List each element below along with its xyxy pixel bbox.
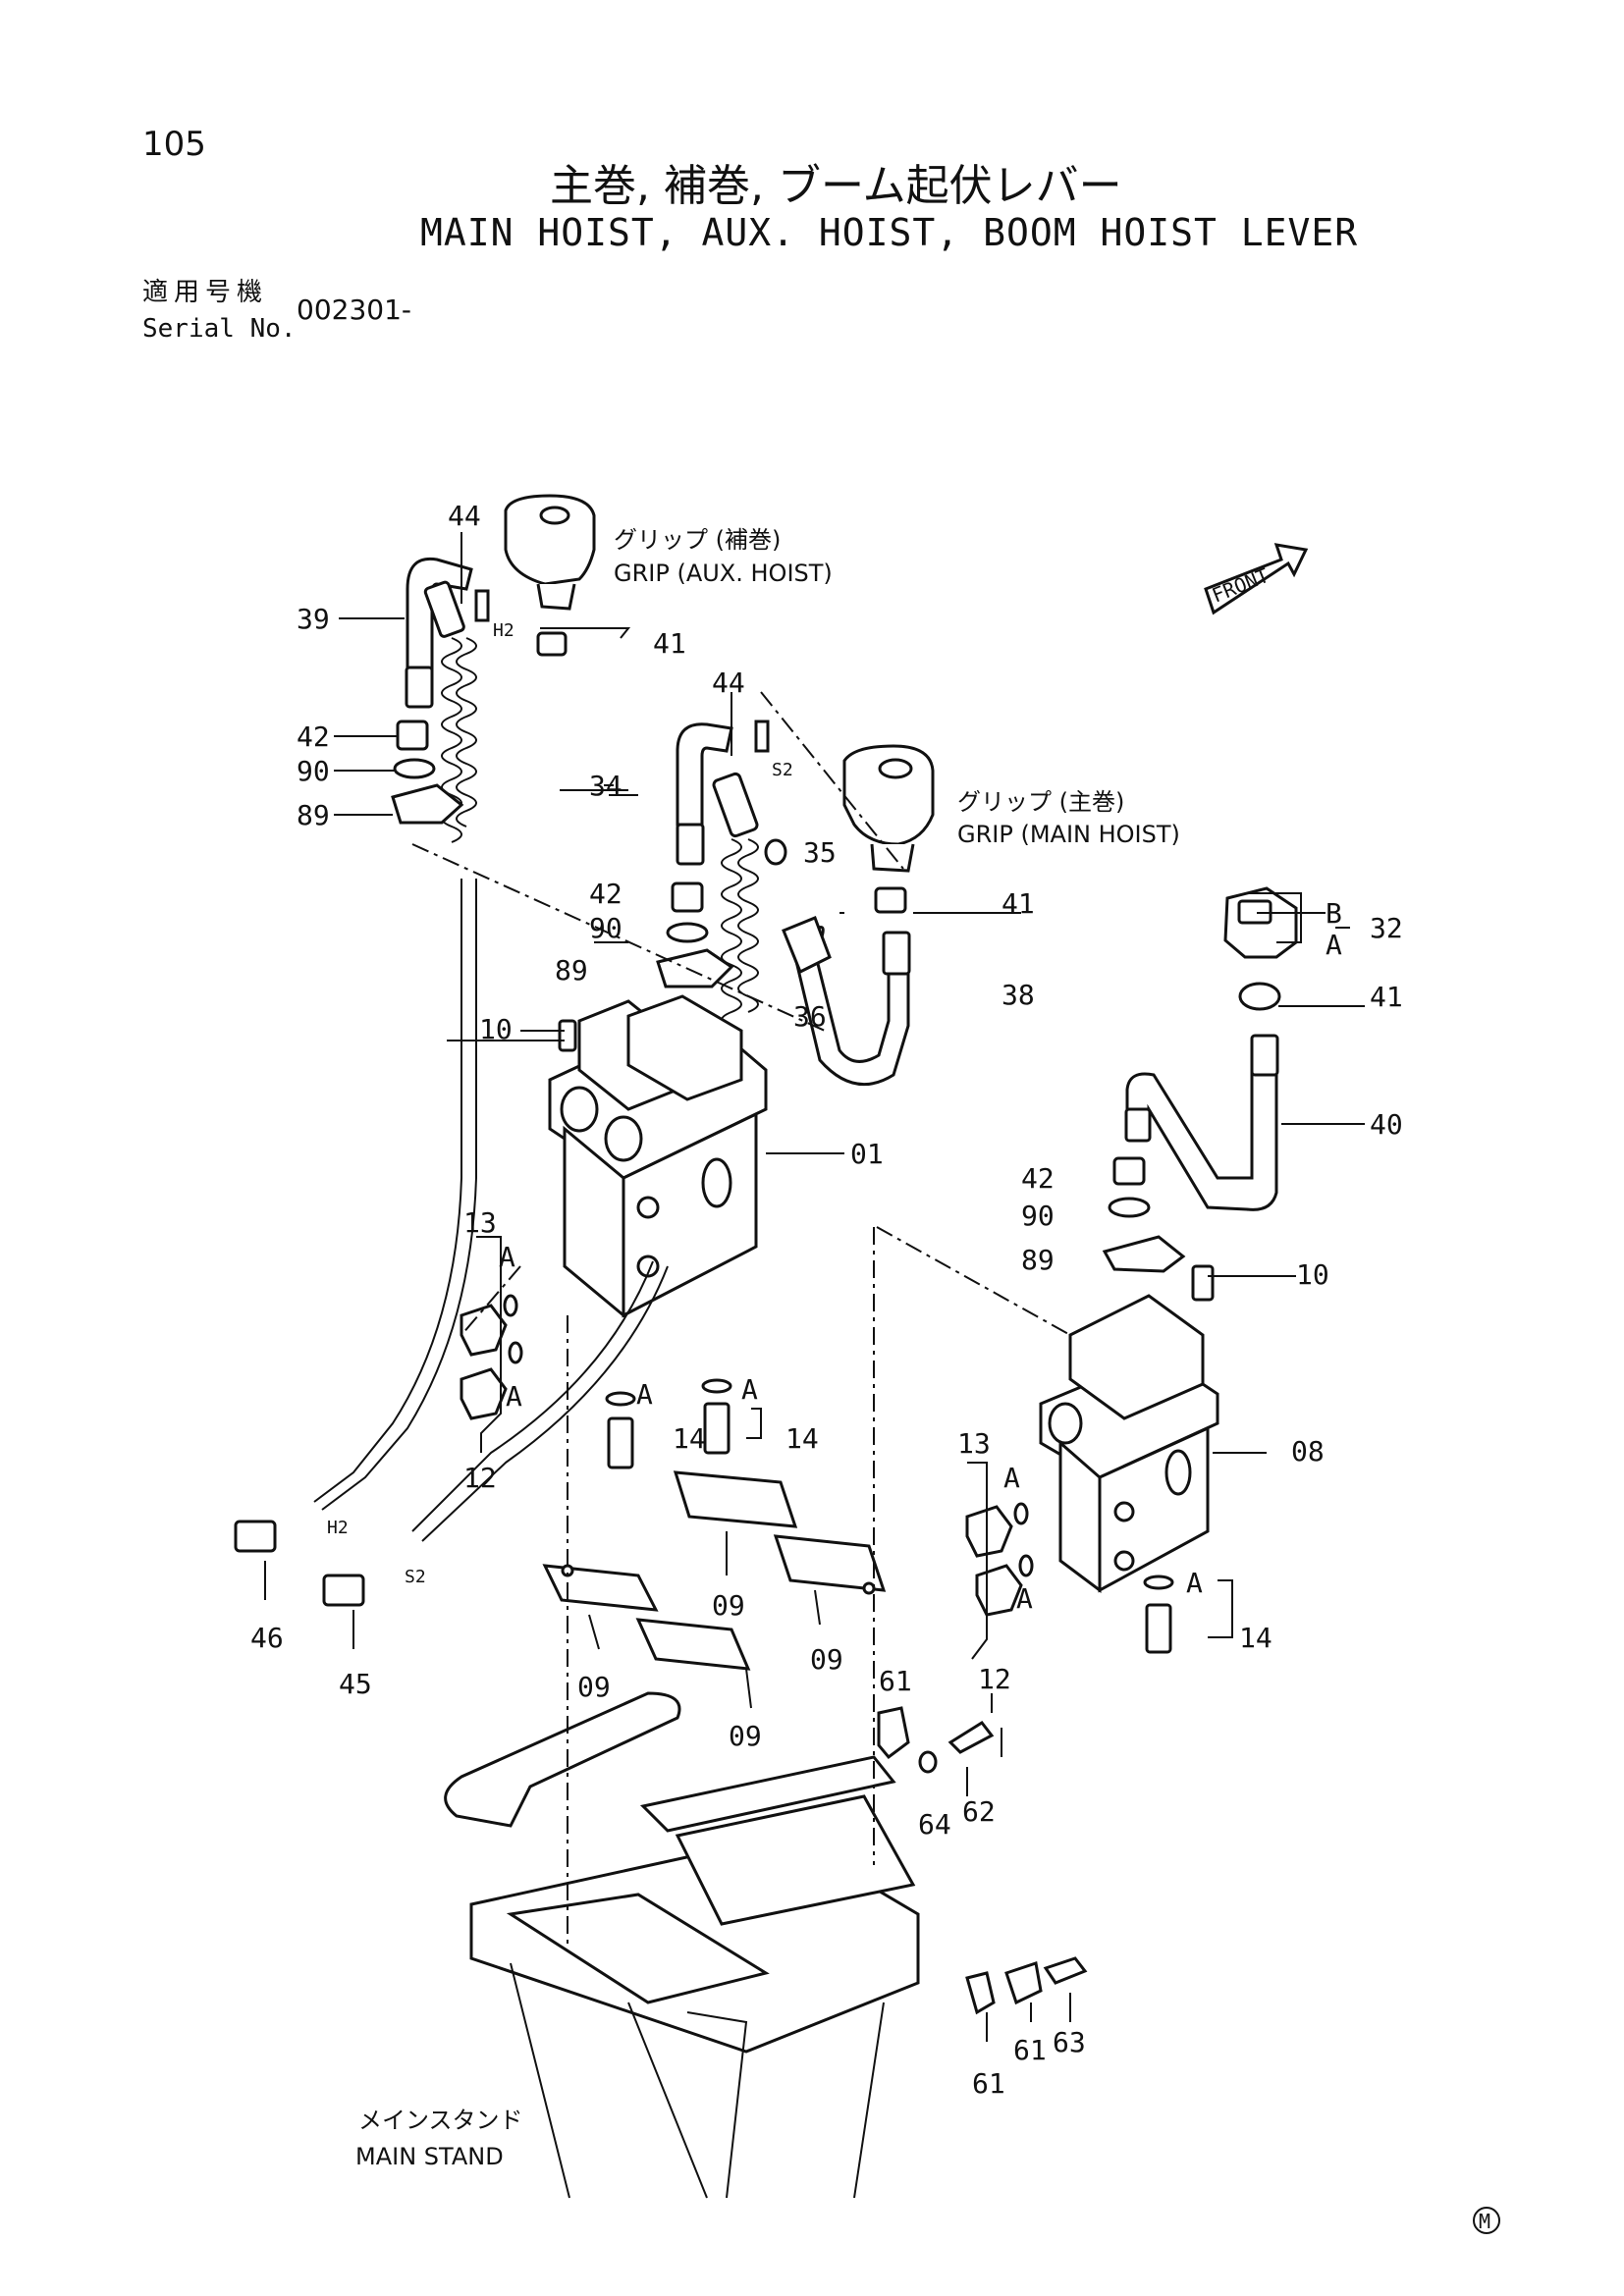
part-label-38: 38 <box>1001 979 1035 1011</box>
mark-h2-bottom: H2 <box>327 1518 349 1538</box>
part-label-12-main: 12 <box>463 1462 497 1494</box>
page-title-english: MAIN HOIST, AUX. HOIST, BOOM HOIST LEVER <box>420 211 1359 254</box>
part-label-61-c: 61 <box>972 2067 1005 2100</box>
serial-number-value: 002301- <box>297 294 411 326</box>
part-label-08: 08 <box>1291 1435 1325 1468</box>
mark-a-main-3: A <box>636 1378 653 1411</box>
part-label-46: 46 <box>250 1622 284 1654</box>
part-label-35: 35 <box>803 836 837 869</box>
page-title-japanese: 主巻, 補巻, ブーム起伏レバー <box>550 161 1122 211</box>
part-label-89-main: 89 <box>555 954 588 987</box>
washer-nut-stack-boom <box>1102 1156 1215 1302</box>
mark-a-boom-2: A <box>1016 1582 1033 1615</box>
mark-a-main-1: A <box>499 1241 515 1273</box>
part-label-90-boom: 90 <box>1021 1200 1055 1232</box>
part-label-14-main-a: 14 <box>673 1422 706 1455</box>
part-label-45: 45 <box>339 1668 372 1700</box>
caption-grip-main-jp: グリップ (主巻) <box>957 788 1124 816</box>
mark-a-boom-grip: A <box>1326 929 1342 961</box>
mark-h2-top: H2 <box>493 620 514 641</box>
part-label-14-boom: 14 <box>1239 1622 1272 1654</box>
coil-cord-aux <box>423 580 490 843</box>
part-label-13-main: 13 <box>463 1206 497 1239</box>
washer-nut-stack-main <box>656 881 734 988</box>
caption-stand-jp: メインスタンド <box>358 2107 523 2134</box>
part-label-42-aux: 42 <box>297 721 330 753</box>
part-label-09-d: 09 <box>729 1720 762 1752</box>
caption-grip-main-en: GRIP (MAIN HOIST) <box>957 821 1180 848</box>
corner-mark-letter: M <box>1479 2210 1490 2233</box>
part-label-42-boom: 42 <box>1021 1162 1055 1195</box>
part-label-34: 34 <box>589 770 623 802</box>
mark-a-main-2: A <box>506 1380 522 1413</box>
clamps-61 <box>877 1706 1088 2015</box>
part-label-44-main: 44 <box>712 667 745 699</box>
part-label-42-main: 42 <box>589 878 623 910</box>
mark-s2-bottom: S2 <box>405 1567 426 1587</box>
caption-grip-aux-jp: グリップ (補巻) <box>614 526 781 554</box>
part-label-64: 64 <box>918 1808 951 1841</box>
part-label-90-aux: 90 <box>297 755 330 787</box>
part-label-44-aux: 44 <box>448 500 481 532</box>
elbow-fittings <box>460 1294 1174 1654</box>
mark-a-boom-1: A <box>1003 1462 1020 1494</box>
caption-stand-en: MAIN STAND <box>355 2143 504 2170</box>
part-label-89-aux: 89 <box>297 799 330 831</box>
front-arrow-label: FRONT <box>1209 563 1272 608</box>
washer-nut-stack-aux <box>391 720 464 825</box>
part-label-01: 01 <box>850 1138 884 1170</box>
part-label-10-boom: 10 <box>1296 1258 1329 1291</box>
wire-harness <box>234 879 669 1607</box>
main-stand <box>444 1691 920 2199</box>
part-label-39: 39 <box>297 603 330 635</box>
part-label-63: 63 <box>1053 2026 1086 2058</box>
front-direction-arrow: FRONT <box>1204 543 1309 615</box>
part-label-10-main: 10 <box>479 1013 513 1045</box>
serial-label-japanese: 適用号機 <box>142 278 269 307</box>
mark-b: B <box>1326 897 1342 930</box>
grip-boom-hoist <box>1223 886 1298 1011</box>
pilot-valve-01 <box>548 994 768 1319</box>
part-label-62: 62 <box>962 1795 996 1828</box>
caption-grip-aux-en: GRIP (AUX. HOIST) <box>614 560 833 587</box>
grip-aux-hoist <box>504 494 596 657</box>
part-label-89-boom: 89 <box>1021 1244 1055 1276</box>
part-label-09-b: 09 <box>810 1643 843 1676</box>
part-label-13-boom: 13 <box>957 1427 991 1460</box>
mark-a-main-4: A <box>741 1373 758 1406</box>
part-label-14-main-b: 14 <box>785 1422 819 1455</box>
part-label-61-b: 61 <box>1013 2034 1047 2066</box>
part-label-61-a: 61 <box>879 1665 912 1697</box>
mark-a-boom-3: A <box>1186 1567 1203 1599</box>
coil-cord-main <box>712 720 787 1029</box>
part-label-41-boom: 41 <box>1370 981 1403 1013</box>
part-label-09-c: 09 <box>577 1671 611 1703</box>
part-label-32: 32 <box>1370 912 1403 944</box>
corner-circled-mark: M <box>1473 2207 1500 2234</box>
spacer-plates-09 <box>542 1470 887 1671</box>
part-label-40: 40 <box>1370 1108 1403 1141</box>
part-label-09-a: 09 <box>712 1589 745 1622</box>
part-label-41-main: 41 <box>1001 887 1035 920</box>
grip-main-hoist <box>842 744 935 914</box>
part-label-41-aux: 41 <box>653 627 686 660</box>
part-label-12-boom: 12 <box>978 1663 1011 1695</box>
pilot-valve-08 <box>1039 1294 1219 1593</box>
page-number: 105 <box>142 125 206 164</box>
part-label-90-main: 90 <box>589 912 623 944</box>
mark-s2-top: S2 <box>772 760 793 780</box>
part-label-36: 36 <box>793 1000 827 1033</box>
serial-label-english: Serial No. <box>142 314 297 344</box>
